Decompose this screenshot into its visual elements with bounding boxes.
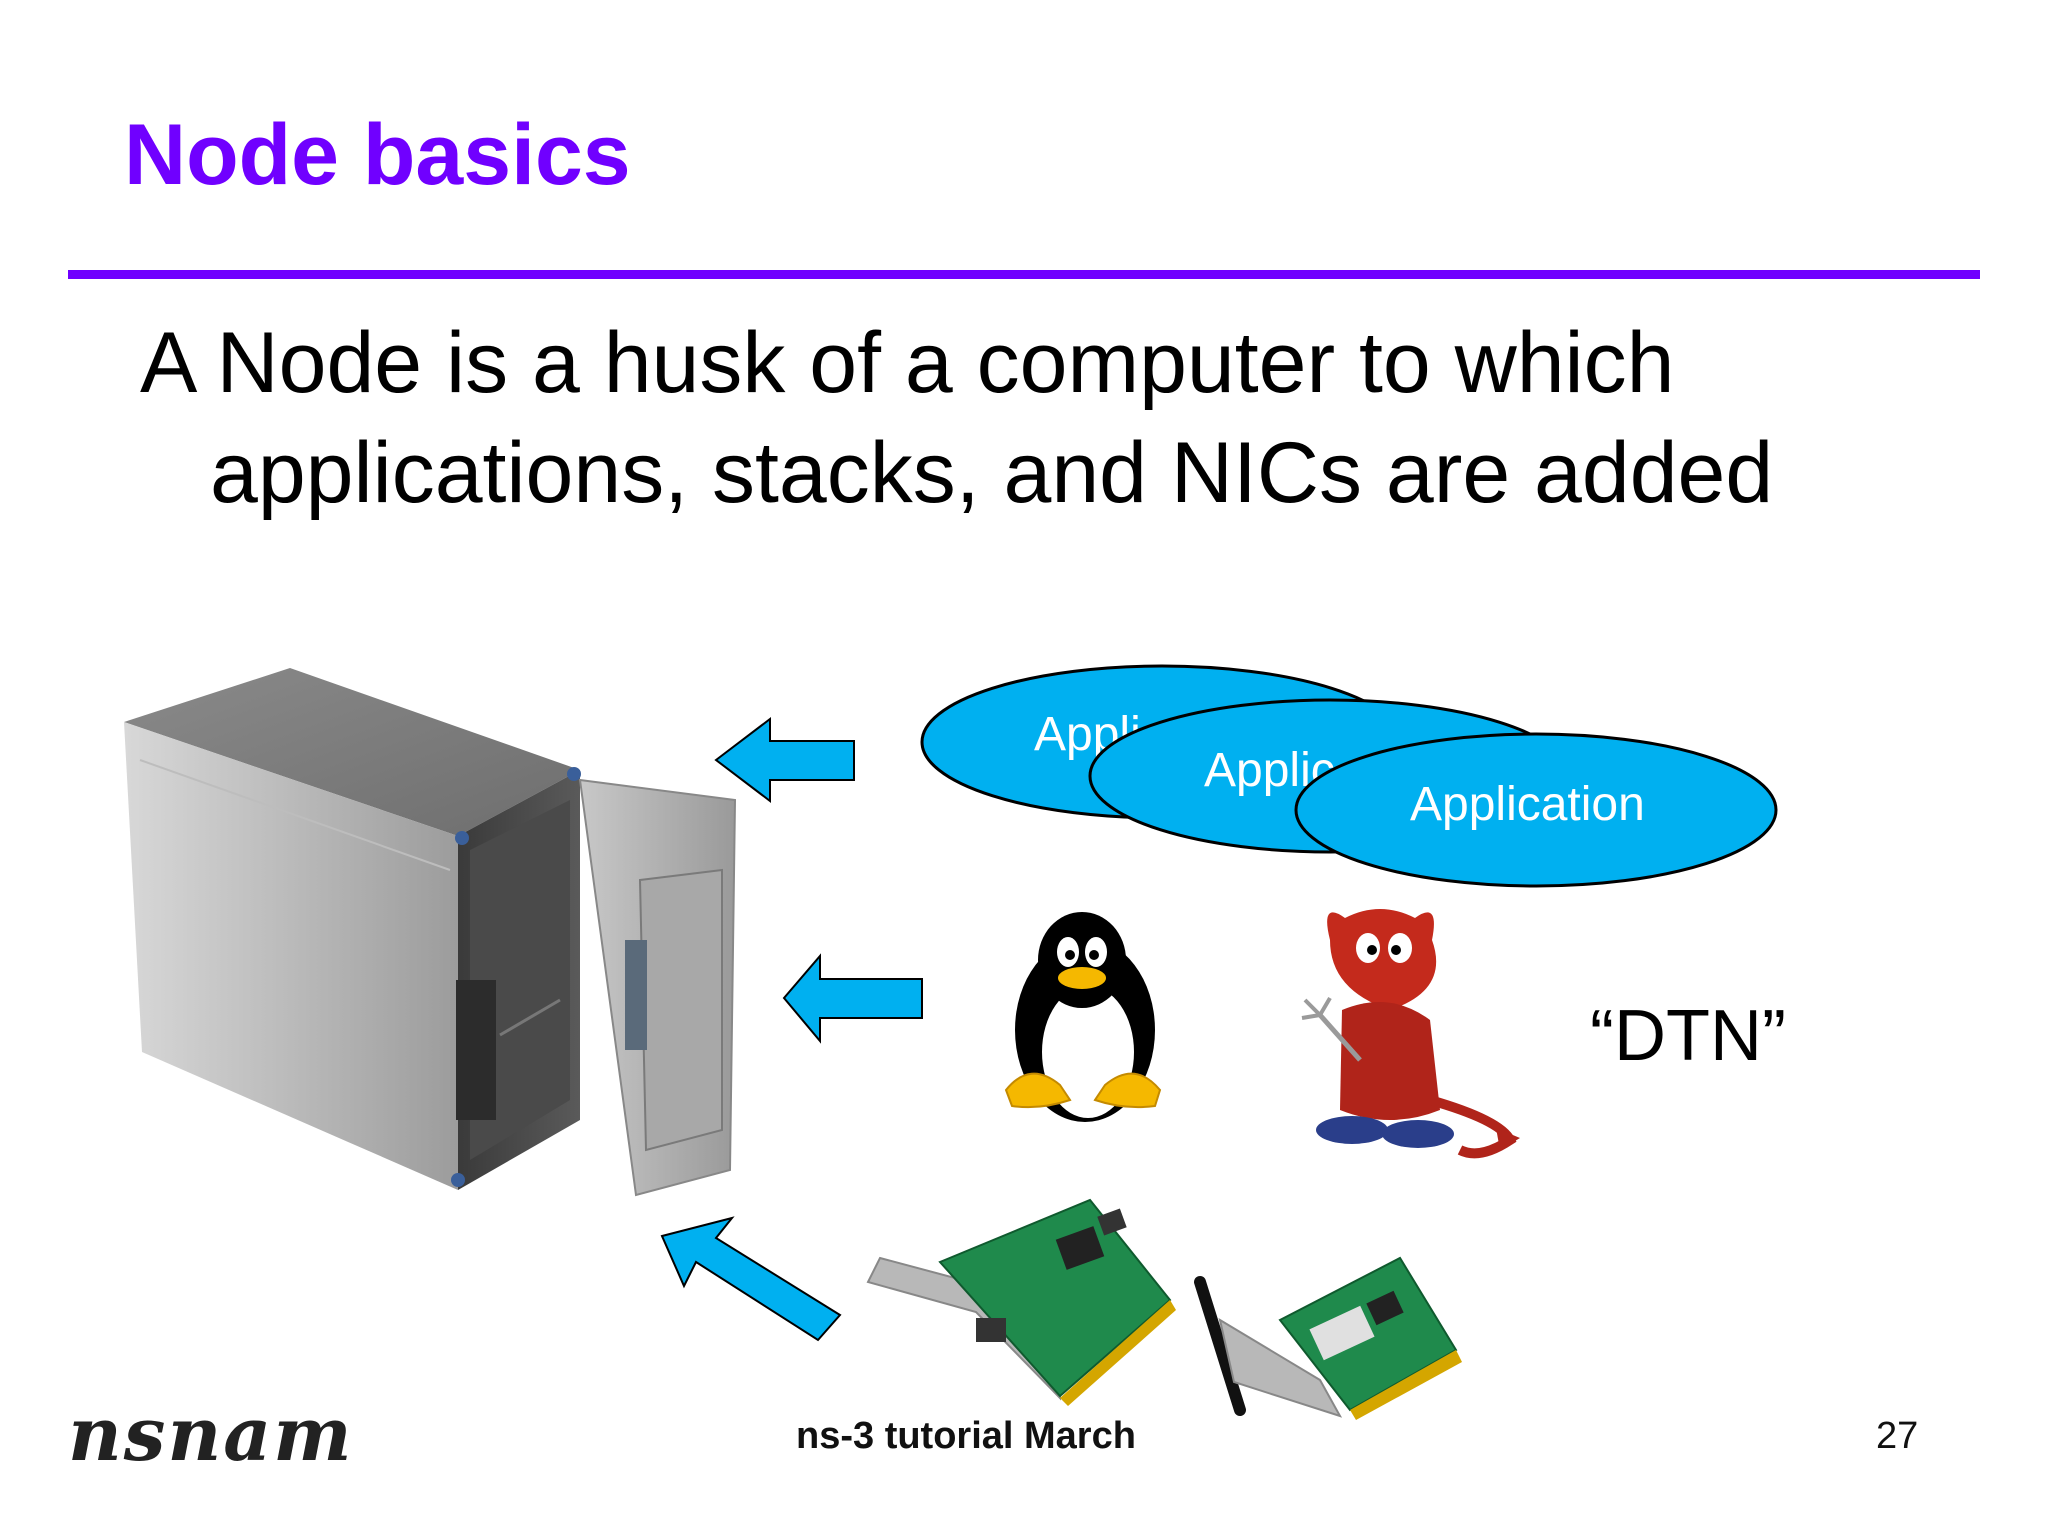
footer-text: ns-3 tutorial March: [796, 1415, 1136, 1457]
bsd-daemon-icon: [1301, 909, 1520, 1159]
body-text-line-2: applications, stacks, and NICs are added: [210, 425, 1774, 521]
slide-title: Node basics: [124, 107, 631, 203]
nsnam-logo: nsnam: [68, 1392, 354, 1478]
arrow-up-left-icon: [660, 1216, 842, 1342]
dtn-label: “DTN”: [1590, 996, 1786, 1076]
arrow-left-icon: [714, 716, 855, 804]
title-divider: [68, 270, 1980, 279]
application-label-3: Application: [1410, 778, 1645, 831]
page-number: 27: [1876, 1415, 1919, 1457]
linux-tux-icon: [1004, 912, 1162, 1122]
arrow-left-icon: [782, 953, 923, 1044]
ethernet-nic-image: [866, 1198, 1176, 1406]
computer-chassis-image: [124, 668, 737, 1197]
application-ellipse-3: Application: [1294, 732, 1778, 888]
wireless-nic-image: [1194, 1256, 1462, 1420]
body-text-line-1: A Node is a husk of a computer to which: [140, 315, 1675, 411]
